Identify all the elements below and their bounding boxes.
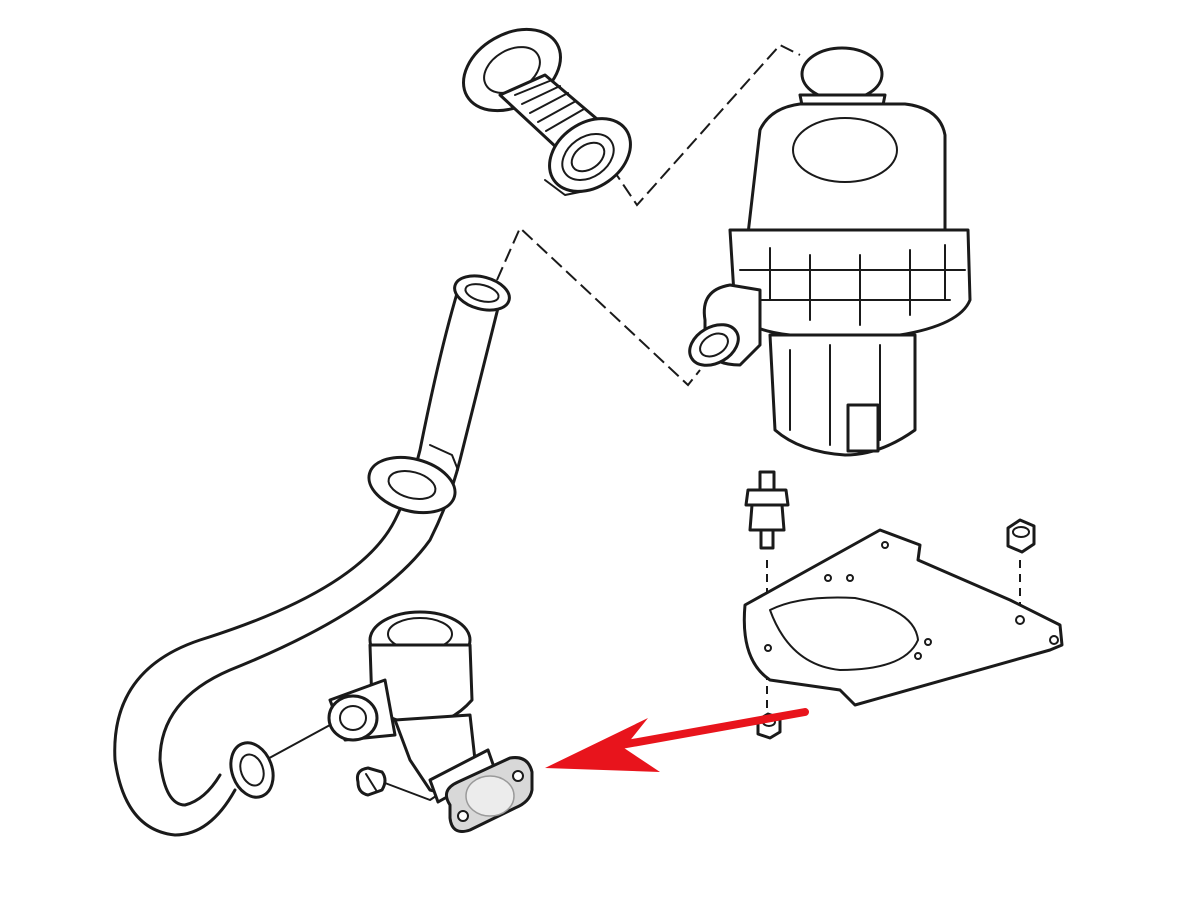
hose-clamp: [356, 766, 387, 797]
air-intake-hose: [462, 27, 632, 196]
hex-nut: [1006, 518, 1036, 554]
combination-valve: [327, 610, 497, 804]
mounting-bracket: [742, 528, 1064, 707]
blanking-plate: [444, 756, 534, 833]
rubber-mount: [744, 470, 790, 550]
secondary-air-pump: [688, 46, 972, 457]
red-indicator-arrow: [545, 708, 809, 772]
air-pipe: [113, 274, 511, 837]
